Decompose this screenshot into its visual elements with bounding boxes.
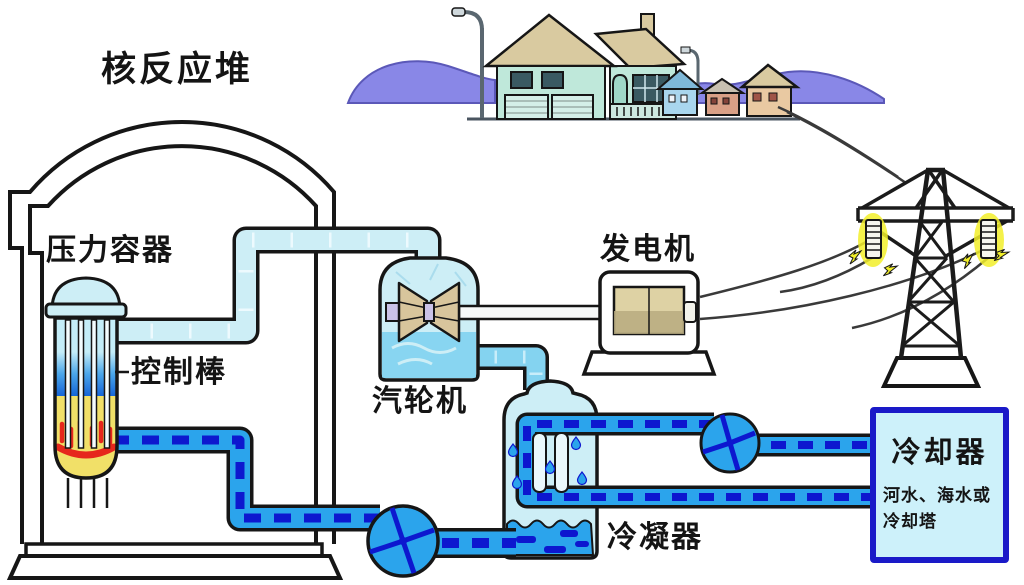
condensate-droplets [507, 436, 588, 490]
containment-building [6, 119, 344, 580]
cooler-subtitle-line2: 冷却塔 [883, 511, 937, 531]
village-scene [346, 7, 989, 330]
garage-door [504, 94, 549, 120]
water-pipe-reactor-loop [112, 426, 380, 532]
generator-coupling [683, 301, 697, 323]
coolant-pump [366, 504, 440, 578]
power-lines [699, 105, 989, 330]
insulator [980, 219, 997, 259]
shaft-hub [423, 302, 435, 322]
large-house [482, 13, 687, 120]
label-reactor: 核反应堆 [101, 50, 254, 89]
control-rods-group [64, 319, 111, 449]
condenser-tube [532, 432, 547, 493]
vessel-flange [44, 302, 128, 319]
label-condenser: 冷凝器 [607, 521, 703, 554]
vessel-dome [50, 276, 122, 312]
right-roof [593, 27, 687, 70]
pool-ripples [516, 530, 589, 553]
vessel-outline [53, 316, 119, 480]
small-tan-house-1 [698, 77, 747, 116]
small-tan-house-2 [738, 63, 801, 117]
turbine [378, 256, 619, 382]
small-blue-house [655, 68, 705, 116]
condenser [366, 379, 876, 578]
cooler-subtitle-line1: 河水、海水或 [883, 486, 991, 505]
condenser-tube [554, 432, 569, 493]
pressure-vessel [44, 276, 129, 508]
cooling-pipe-loop [515, 412, 876, 509]
tower-base [880, 356, 982, 388]
wire-droop [779, 256, 873, 294]
transmission-tower [848, 167, 1015, 388]
steam-pipe-reactor-to-turbine [112, 226, 442, 345]
wire-generator-to-tower [699, 248, 984, 321]
cooler-box: 冷却器 河水、海水或 冷却塔 [870, 407, 1009, 563]
turbine-shaft [457, 304, 619, 321]
wire-generator-to-tower [699, 240, 867, 299]
insulator [865, 219, 882, 259]
cooler-title: 冷却器 [891, 437, 988, 469]
foundation-slab [6, 554, 344, 580]
wire-house-to-tower [786, 110, 907, 185]
label-control-rods: 控制棒 [131, 356, 227, 389]
steam-pipe-turbine-to-condenser [466, 344, 549, 390]
main-roof [482, 13, 618, 68]
rod-drive-shafts [66, 478, 109, 508]
generator [581, 270, 717, 376]
label-turbine: 汽轮机 [372, 385, 468, 418]
turbine-blade [397, 281, 429, 343]
street-lamp [451, 7, 484, 118]
label-pressure-vessel: 压力容器 [46, 234, 174, 267]
label-generator: 发电机 [600, 233, 696, 266]
cooler-subtitle: 河水、海水或 冷却塔 [883, 483, 1003, 534]
garage-door [551, 94, 594, 120]
generator-base [581, 350, 717, 376]
spark-icon [848, 248, 1011, 277]
shaft-hub [385, 302, 400, 322]
condensate-pool [506, 519, 595, 556]
wire-droop [851, 257, 989, 330]
turbine-wet-steam [382, 332, 476, 378]
cooling-water-pump [699, 412, 761, 474]
